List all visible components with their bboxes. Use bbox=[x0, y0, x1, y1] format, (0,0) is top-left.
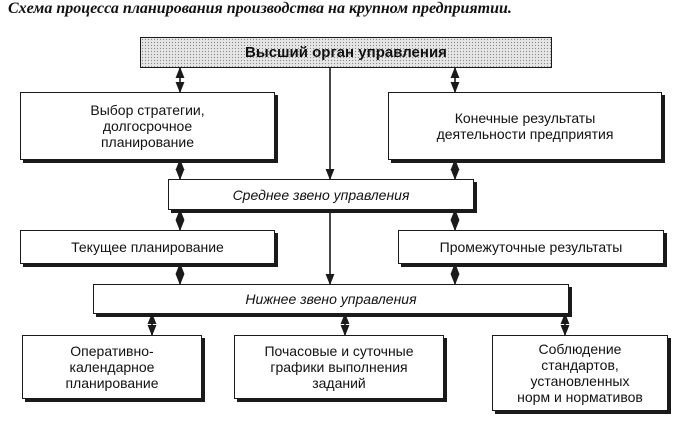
box-lower-management: Нижнее звено управления bbox=[93, 284, 569, 314]
box-middle-management: Среднее звено управления bbox=[168, 179, 474, 210]
box-operational-planning: Оперативно- календарное планирование bbox=[22, 335, 202, 399]
box-strategy: Выбор стратегии, долгосрочное планирован… bbox=[20, 92, 275, 160]
box-hourly-schedules: Почасовые и суточные графики выполнения … bbox=[234, 335, 444, 399]
box-current-planning: Текущее планирование bbox=[20, 230, 275, 264]
box-intermediate-results: Промежуточные результаты bbox=[398, 230, 664, 264]
box-top-management: Высший орган управления bbox=[140, 37, 552, 68]
box-final-results: Конечные результаты деятельности предпри… bbox=[388, 92, 662, 160]
box-standards-compliance: Соблюдение стандартов, установленных нор… bbox=[492, 335, 668, 411]
diagram-title: Схема процесса планирования производства… bbox=[8, 0, 512, 17]
